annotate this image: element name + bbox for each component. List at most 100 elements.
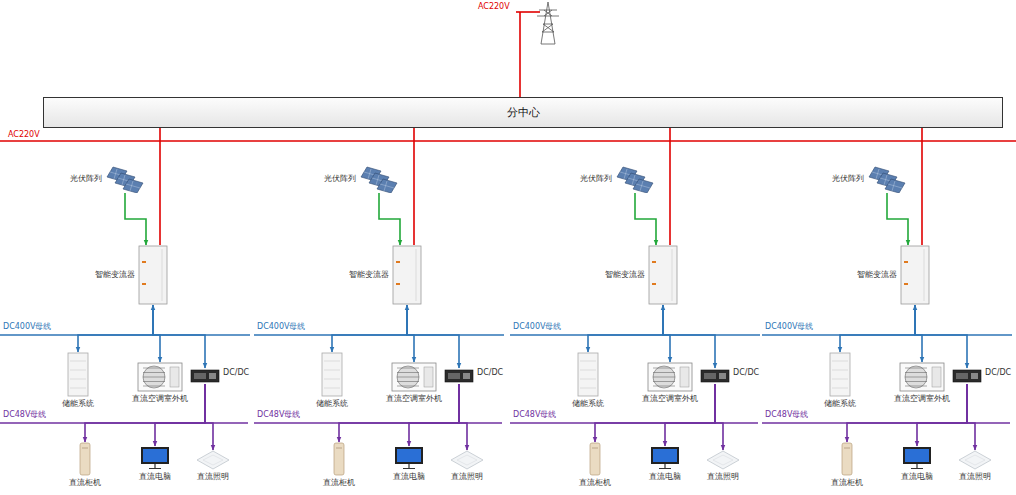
power-connector xyxy=(663,305,715,368)
device-icon xyxy=(140,446,170,470)
power-connector xyxy=(917,384,967,446)
power-connector xyxy=(840,305,915,352)
device-node: 光伏阵列 xyxy=(324,165,399,193)
device-node: 光伏阵列 xyxy=(832,165,907,193)
device-label: 智能变流器 xyxy=(605,270,645,280)
power-connector xyxy=(407,305,459,368)
device-label: 智能变流器 xyxy=(95,270,135,280)
device-label: 储能系统 xyxy=(316,399,348,409)
device-icon xyxy=(391,362,437,392)
device-icon xyxy=(902,446,932,470)
device-node: 直流照明 xyxy=(450,450,484,482)
power-connector xyxy=(715,384,723,450)
power-connector xyxy=(595,384,715,442)
bus-label: DC400V母线 xyxy=(3,322,52,332)
device-node: 直流电脑 xyxy=(393,446,425,482)
device-label: 直流柜机 xyxy=(579,478,611,488)
device-node: 直流柜机 xyxy=(323,442,355,488)
power-connector xyxy=(847,384,967,442)
device-icon xyxy=(615,165,655,193)
device-icon xyxy=(650,446,680,470)
device-label: 直流空调室外机 xyxy=(894,394,950,404)
center-box: 分中心 xyxy=(43,97,1003,128)
power-connector xyxy=(887,193,908,245)
device-icon xyxy=(952,368,982,384)
device-icon xyxy=(321,352,343,397)
device-label: 直流空调室外机 xyxy=(642,394,698,404)
voltage-label: AC220V xyxy=(478,2,510,12)
center-title: 分中心 xyxy=(507,106,540,120)
device-node: 光伏阵列 xyxy=(580,165,655,193)
device-node: 直流照明 xyxy=(958,450,992,482)
device-icon xyxy=(392,245,422,305)
device-icon xyxy=(196,450,230,470)
device-label: 直流电脑 xyxy=(393,472,425,482)
bus-label: DC48V母线 xyxy=(257,410,300,420)
device-label: DC/DC xyxy=(985,368,1011,378)
power-connector xyxy=(669,128,671,245)
device-label: DC/DC xyxy=(477,368,503,378)
power-connector xyxy=(379,193,400,245)
power-connector xyxy=(205,384,213,450)
device-node: 储能系统 xyxy=(824,352,856,409)
power-connector xyxy=(459,384,467,450)
device-label: 直流空调室外机 xyxy=(386,394,442,404)
device-label: 直流柜机 xyxy=(831,478,863,488)
device-node: 储能系统 xyxy=(62,352,94,409)
device-icon xyxy=(359,165,399,193)
power-connector xyxy=(407,305,414,362)
device-node: 直流空调室外机 xyxy=(894,362,950,404)
device-label: 光伏阵列 xyxy=(70,174,102,184)
power-connector xyxy=(332,305,407,352)
device-node: DC/DC xyxy=(952,368,1011,384)
device-icon xyxy=(899,362,945,392)
device-label: 直流电脑 xyxy=(901,472,933,482)
device-node: DC/DC xyxy=(444,368,503,384)
device-node: 直流柜机 xyxy=(69,442,101,488)
power-tower xyxy=(537,2,559,44)
device-node: 直流空调室外机 xyxy=(132,362,188,404)
power-connector xyxy=(78,305,153,352)
device-icon xyxy=(700,368,730,384)
device-node: 智能变流器 xyxy=(349,245,422,305)
device-icon xyxy=(190,368,220,384)
device-node: 智能变流器 xyxy=(95,245,168,305)
device-node: 直流空调室外机 xyxy=(642,362,698,404)
device-label: 智能变流器 xyxy=(857,270,897,280)
device-label: DC/DC xyxy=(223,368,249,378)
device-node: 光伏阵列 xyxy=(70,165,145,193)
device-node: 直流照明 xyxy=(706,450,740,482)
device-label: 直流照明 xyxy=(707,472,739,482)
power-connector xyxy=(665,384,715,446)
device-node: 直流空调室外机 xyxy=(386,362,442,404)
device-icon xyxy=(137,362,183,392)
power-connector xyxy=(339,384,459,442)
bus-label: DC400V母线 xyxy=(765,322,814,332)
bus-label: DC48V母线 xyxy=(513,410,556,420)
device-label: 光伏阵列 xyxy=(580,174,612,184)
device-node: DC/DC xyxy=(700,368,759,384)
power-connector xyxy=(409,384,459,446)
power-connector xyxy=(635,193,656,245)
device-icon xyxy=(79,442,91,476)
device-icon xyxy=(829,352,851,397)
power-connector xyxy=(588,305,663,352)
device-label: 直流柜机 xyxy=(323,478,355,488)
power-connector xyxy=(125,193,146,245)
device-label: 光伏阵列 xyxy=(832,174,864,184)
device-label: 直流空调室外机 xyxy=(132,394,188,404)
power-connector xyxy=(155,384,205,446)
device-icon xyxy=(900,245,930,305)
device-label: 直流电脑 xyxy=(139,472,171,482)
device-icon xyxy=(333,442,345,476)
device-label: 智能变流器 xyxy=(349,270,389,280)
device-node: 直流电脑 xyxy=(901,446,933,482)
device-node: 智能变流器 xyxy=(605,245,678,305)
device-icon xyxy=(444,368,474,384)
device-node: 储能系统 xyxy=(572,352,604,409)
power-connector xyxy=(967,384,975,450)
device-icon xyxy=(841,442,853,476)
device-icon xyxy=(105,165,145,193)
device-node: 直流电脑 xyxy=(139,446,171,482)
device-icon xyxy=(867,165,907,193)
